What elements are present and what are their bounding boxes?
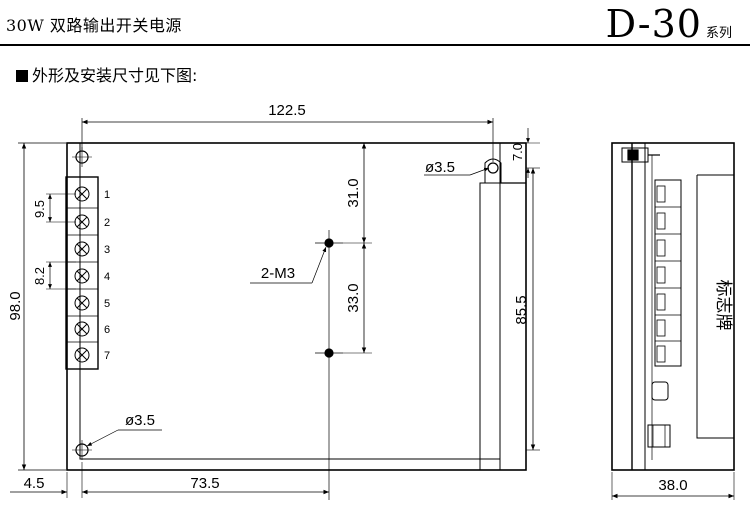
terminal-number: 4 (104, 271, 110, 283)
terminal-block (65, 176, 99, 370)
dim-top-offset-label: 7.0 (510, 143, 525, 161)
nameplate-label: 标志牌 (714, 280, 733, 331)
adjust-pot (647, 424, 671, 448)
dim-height-label: 98.0 (7, 291, 24, 320)
terminal-number: 2 (104, 217, 110, 229)
terminal-number: 7 (104, 350, 110, 362)
dim-middle-label: 33.0 (345, 283, 362, 312)
square-bullet-icon (16, 70, 28, 82)
section-heading: 外形及安装尺寸见下图: (16, 62, 197, 86)
terminal-number: 1 (104, 189, 110, 201)
front-view (10, 118, 540, 500)
header-rule (0, 44, 750, 46)
terminal-number-labels: 1 2 3 4 5 6 7 (104, 189, 110, 362)
section-heading-text: 外形及安装尺寸见下图: (32, 66, 198, 85)
terminal-screws (74, 186, 90, 363)
led-indicator (651, 381, 669, 401)
mount-label: 2-M3 (261, 265, 295, 282)
dim-right-height-label: 85.5 (513, 295, 530, 324)
side-outline (611, 142, 735, 471)
model-number: D-30 (605, 2, 702, 46)
dim-upper-label: 31.0 (345, 178, 362, 207)
side-view (611, 142, 735, 500)
dim-width-label: 122.5 (268, 102, 306, 119)
dim-bottom-center-label: 73.5 (190, 475, 219, 492)
pitch-a-label: 9.5 (32, 200, 47, 218)
pitch-b-label: 8.2 (32, 267, 47, 285)
header-title: 30W 双路输出开关电源 (6, 16, 182, 35)
terminal-number: 3 (104, 244, 110, 256)
series-suffix: 系列 (705, 26, 732, 41)
hole-bottom-label: ø3.5 (125, 412, 155, 429)
terminal-number: 5 (104, 298, 110, 310)
dim-bottom-left-label: 4.5 (24, 475, 45, 492)
dim-depth-label: 38.0 (658, 477, 687, 494)
terminal-number: 6 (104, 324, 110, 336)
hole-top-label: ø3.5 (425, 159, 455, 176)
